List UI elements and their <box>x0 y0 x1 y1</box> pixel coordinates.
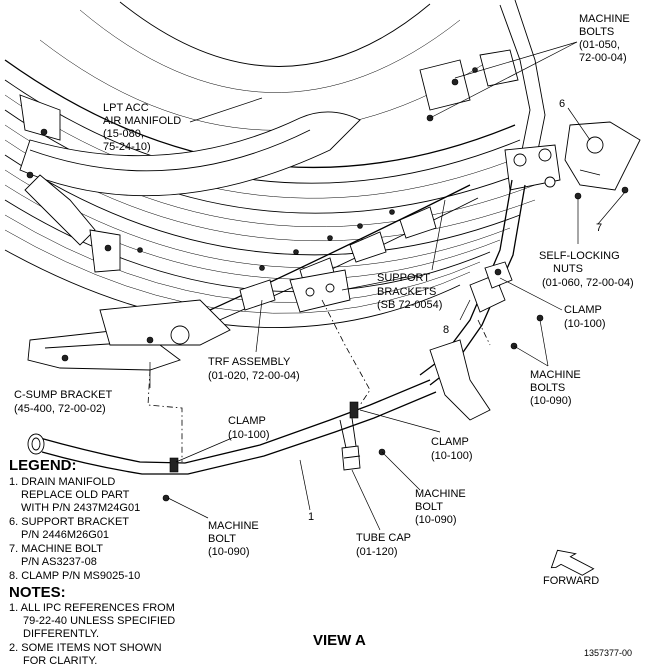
upper-frame-brackets <box>419 0 561 191</box>
trf-support-brackets <box>209 184 479 323</box>
callout-support-brackets: SUPPORT BRACKETS (SB 72-0054) <box>377 272 442 311</box>
callout-tube-cap-l2: (01-120) <box>356 546 398 558</box>
callout-forward: FORWARD <box>543 575 599 587</box>
legend-item-1: 1. DRAIN MANIFOLD <box>9 476 115 488</box>
callout-machine-bolt-left-l2: BOLT <box>208 533 236 545</box>
vertical-drain-pipe <box>419 179 544 421</box>
callout-lpt-acc-l4: 75-24-10) <box>103 141 151 153</box>
callout-clamp-right: CLAMP (10-100) <box>564 304 606 330</box>
callout-machine-bolt-left-l1: MACHINE <box>208 520 259 532</box>
callout-c-sump-l2: (45-400, 72-00-02) <box>14 403 106 415</box>
view-title: VIEW A <box>313 632 366 649</box>
note-1-line2: 79-22-40 UNLESS SPECIFIED <box>23 615 175 627</box>
reference-lines <box>147 299 491 462</box>
callout-clamp-left-l1: CLAMP <box>228 415 266 427</box>
callout-clamp-mid-l1: CLAMP <box>431 436 469 448</box>
forward-arrow-icon <box>550 549 595 576</box>
drain-manifold-item1 <box>27 379 437 502</box>
legend-item-7: 7. MACHINE BOLT <box>9 543 103 555</box>
figure-number: 1357377-00 <box>584 648 632 658</box>
notes-heading: NOTES: <box>9 584 66 601</box>
callout-clamp-mid: CLAMP (10-100) <box>431 436 473 462</box>
callout-machine-bolts-right-l1: MACHINE <box>530 369 581 381</box>
legend-heading: LEGEND: <box>9 457 77 474</box>
callout-c-sump-l1: C-SUMP BRACKET <box>14 389 112 401</box>
callout-clamp-left: CLAMP (10-100) <box>228 415 270 441</box>
callout-support-brackets-l3: (SB 72-0054) <box>377 299 442 311</box>
callout-self-locking-l1: SELF-LOCKING <box>539 250 620 262</box>
legend-item-6: 6. SUPPORT BRACKET <box>9 516 129 528</box>
callout-clamp-left-l2: (10-100) <box>228 429 270 441</box>
callout-machine-bolts-right-l3: (10-090) <box>530 395 572 407</box>
callout-trf-assembly-l1: TRF ASSEMBLY <box>208 356 291 368</box>
callout-item-7: 7 <box>596 222 602 234</box>
callout-item-1: 1 <box>308 511 314 523</box>
note-2: 2. SOME ITEMS NOT SHOWN <box>9 642 162 654</box>
legend-item-1-sub2: WITH P/N 2437M24G01 <box>21 502 140 514</box>
callout-machine-bolt-mid: MACHINE BOLT (10-090) <box>415 488 466 526</box>
legend-item-8: 8. CLAMP P/N MS9025-10 <box>9 570 140 582</box>
callout-item-8: 8 <box>443 324 449 336</box>
callout-clamp-right-l2: (10-100) <box>564 318 606 330</box>
note-2-line2: FOR CLARITY. <box>23 655 97 667</box>
note-1-line3: DIFFERENTLY. <box>23 628 99 640</box>
callout-trf-assembly: TRF ASSEMBLY (01-020, 72-00-04) <box>208 356 300 382</box>
callout-clamp-right-l1: CLAMP <box>564 304 602 316</box>
callout-lpt-acc: LPT ACC AIR MANIFOLD (15-080, 75-24-10) <box>103 102 181 153</box>
callout-tube-cap: TUBE CAP (01-120) <box>356 532 411 558</box>
legend: LEGEND: 1. DRAIN MANIFOLD REPLACE OLD PA… <box>9 457 140 582</box>
legend-item-1-sub1: REPLACE OLD PART <box>21 489 130 501</box>
callout-machine-bolts-top-l4: 72-00-04) <box>579 52 627 64</box>
callout-machine-bolt-mid-l1: MACHINE <box>415 488 466 500</box>
callout-machine-bolts-right-l2: BOLTS <box>530 382 565 394</box>
callout-machine-bolt-mid-l2: BOLT <box>415 501 443 513</box>
notes: NOTES: 1. ALL IPC REFERENCES FROM 79-22-… <box>9 584 175 667</box>
callout-machine-bolts-right: MACHINE BOLTS (10-090) <box>530 369 581 407</box>
callout-c-sump-bracket: C-SUMP BRACKET (45-400, 72-00-02) <box>14 389 112 415</box>
c-sump-bracket-shape <box>27 299 231 371</box>
callout-item-6: 6 <box>559 98 565 110</box>
leader-lines <box>149 41 626 531</box>
callout-trf-assembly-l2: (01-020, 72-00-04) <box>208 370 300 382</box>
callout-self-locking-l2: NUTS <box>553 263 583 275</box>
callout-machine-bolt-left: MACHINE BOLT (10-090) <box>208 520 259 558</box>
callout-lpt-acc-l2: AIR MANIFOLD <box>103 115 181 127</box>
callout-machine-bolt-mid-l3: (10-090) <box>415 514 457 526</box>
callout-support-brackets-l2: BRACKETS <box>377 286 436 298</box>
lpt-air-manifold <box>19 94 361 273</box>
callout-self-locking-nuts: SELF-LOCKING NUTS (01-060, 72-00-04) <box>539 250 634 289</box>
callout-support-brackets-l1: SUPPORT <box>377 272 430 284</box>
legend-item-6-sub: P/N 2446M26G01 <box>21 529 109 541</box>
callout-clamp-mid-l2: (10-100) <box>431 450 473 462</box>
callout-machine-bolt-left-l3: (10-090) <box>208 546 250 558</box>
legend-item-7-sub: P/N AS3237-08 <box>21 556 97 568</box>
callout-lpt-acc-l3: (15-080, <box>103 128 144 140</box>
callout-machine-bolts-top-l2: BOLTS <box>579 26 614 38</box>
callout-self-locking-l3: (01-060, 72-00-04) <box>542 277 634 289</box>
support-bracket-item6 <box>564 121 641 200</box>
callout-tube-cap-l1: TUBE CAP <box>356 532 411 544</box>
callout-machine-bolts-top-l1: MACHINE <box>579 13 630 25</box>
callout-lpt-acc-l1: LPT ACC <box>103 102 149 114</box>
callout-machine-bolts-top: MACHINE BOLTS (01-050, 72-00-04) <box>579 13 630 64</box>
callout-machine-bolts-top-l3: (01-050, <box>579 39 620 51</box>
note-1: 1. ALL IPC REFERENCES FROM <box>9 602 175 614</box>
